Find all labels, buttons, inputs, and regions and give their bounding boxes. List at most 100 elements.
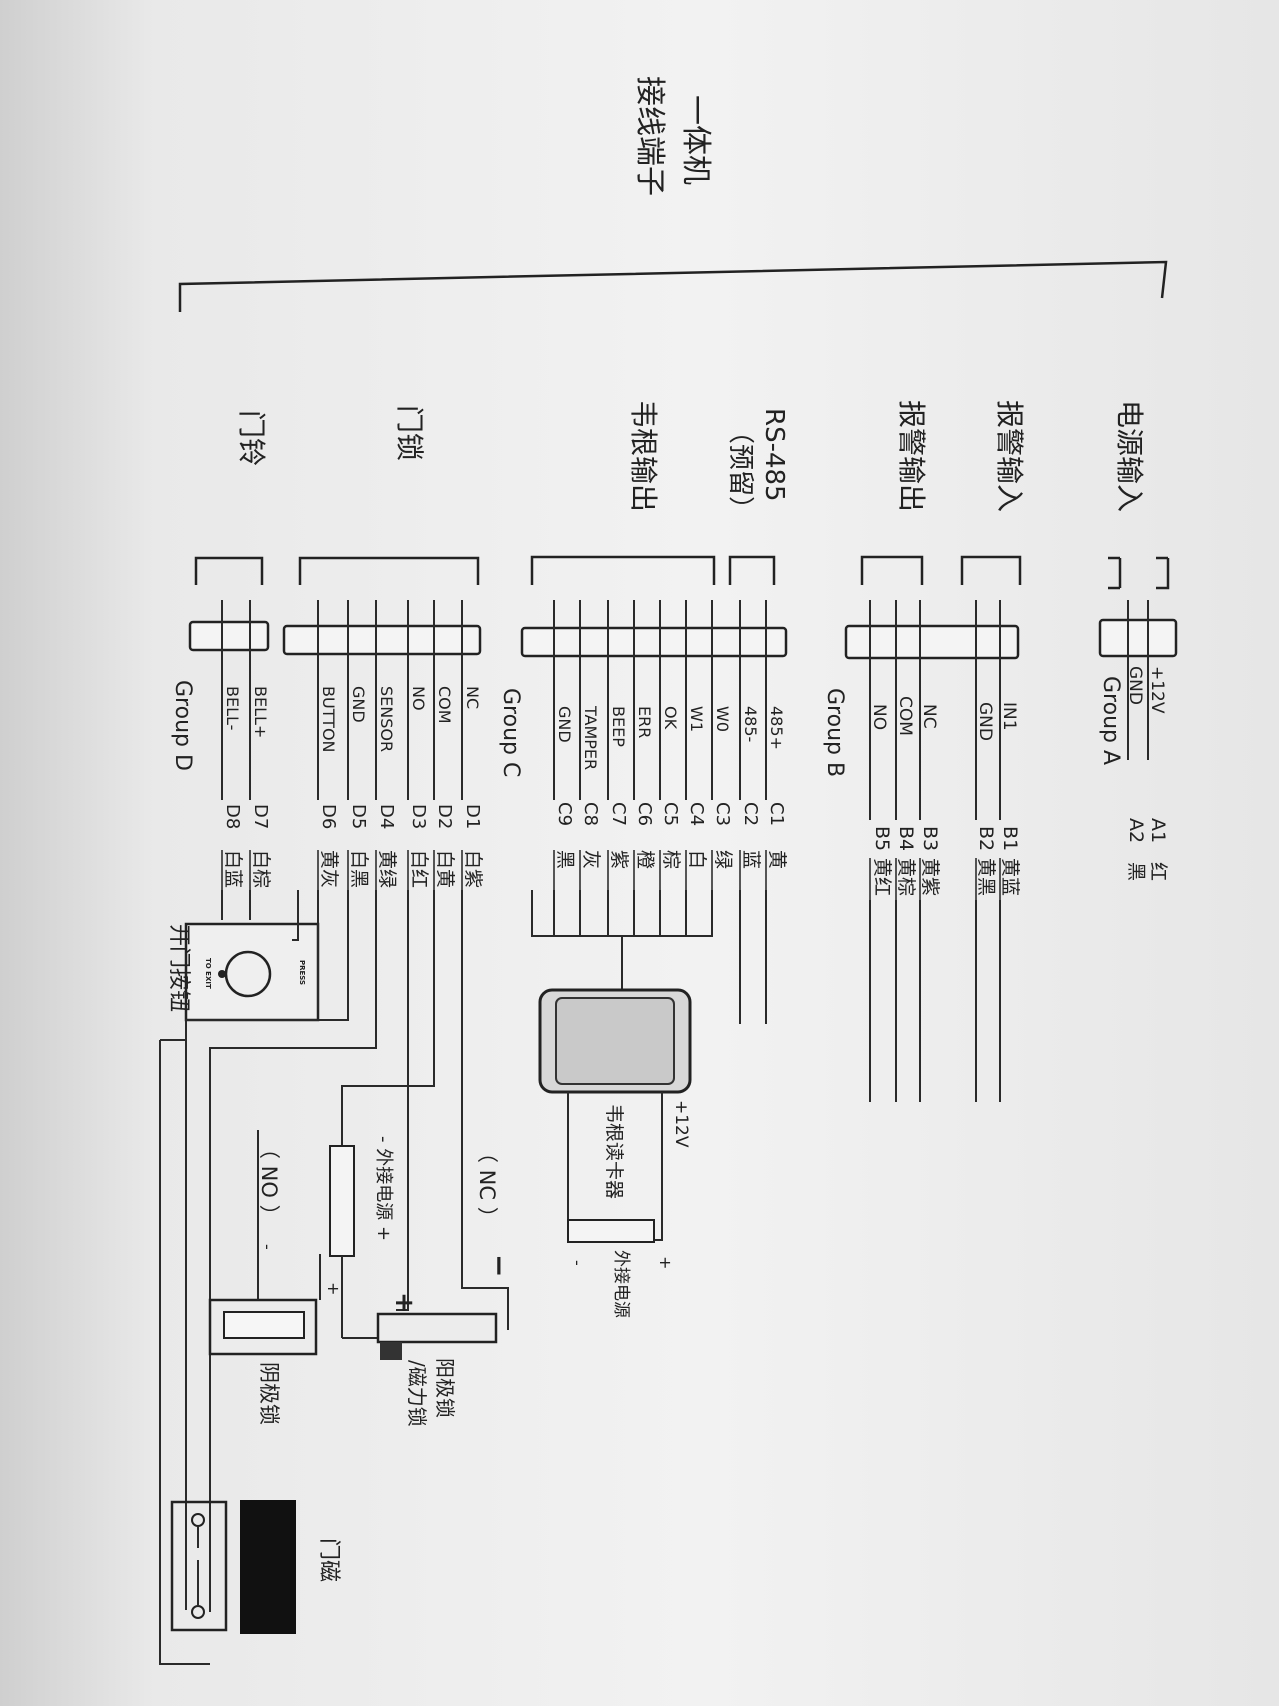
pin-a1-signal: +12V [1147,666,1167,714]
group-d-labels: NCD1白紫COMD2白黄NOD3白红SENSORD4黄绿GNDD5白黑BUTT… [221,686,484,890]
pin-d1-signal: NC [463,686,482,709]
exit-button-press: PRESS [298,960,306,985]
pin-c2-id: C2 [740,802,761,826]
wiegand-reader: 韦根读卡器 +12V 外接电源 + - [531,890,713,1318]
group-a-label: Group A [1098,676,1123,765]
pin-b2-color: 黄黑 [975,858,997,896]
pin-c4-signal: W1 [687,706,706,732]
anode-lock-label-1: 阳极锁 [433,1358,457,1418]
device-title-line2: 接线端子 [632,76,667,196]
exit-button-device: PRESS TO EXIT 开门按钮 [166,890,320,1022]
connector-group-a: +12V GND Group A A1 A2 红 黑 [1098,556,1178,881]
anode-lock-nc: （ NC ） [475,1142,499,1228]
pin-c6-color: 橙 [634,850,656,869]
pin-b3-color: 黄紫 [919,858,941,896]
connector-group-d [188,556,482,800]
cathode-lock-no: （ NO ） [257,1138,281,1226]
pin-a1-id: A1 [1147,818,1169,843]
exit-button-body [184,922,320,1022]
pin-c7-signal: BEEP [609,706,628,747]
pin-c8-color: 灰 [580,850,602,869]
group-name-lock: 门锁 [393,405,426,461]
lock-supply [329,1145,355,1257]
connector-group-c [520,555,788,800]
pin-c4-color: 白 [686,850,708,869]
pin-d4-color: 黄绿 [376,850,398,888]
pin-b4-id: B4 [895,826,917,851]
group-d-label: Group D [170,680,195,771]
anode-lock-label-2: /磁力锁 [405,1360,429,1427]
rs485-leads [739,890,767,1024]
group-c-label: Group C [498,688,523,777]
reader-plus: + [656,1256,675,1269]
pin-d6-color: 黄灰 [318,850,340,888]
pin-c9-color: 黑 [554,850,576,869]
pin-d1-id: D1 [462,804,483,829]
pin-d8-signal: BELL- [223,686,242,730]
pin-c7-color: 紫 [608,850,630,869]
pin-d1-color: 白紫 [462,850,484,888]
group-c-labels: 485+C1黄485-C2蓝W0C3绿W1C4白OKC5棕ERRC6橙BEEPC… [553,705,788,890]
pin-c8-id: C8 [580,802,601,826]
pin-c5-id: C5 [660,802,681,826]
pin-b3-id: B3 [919,826,941,851]
door-sensor-label: 门磁 [316,1538,341,1582]
group-name-power: 电源输入 [1113,400,1146,512]
connector-b-plug [844,624,1020,660]
connector-d-lock-plug [282,624,482,656]
pin-a2-id: A2 [1125,818,1147,843]
device-title-line1: 一体机 [678,95,713,185]
pin-c9-signal: GND [555,706,574,743]
pin-d6-signal: BUTTON [319,686,338,753]
device-title: 一体机 接线端子 [632,76,713,196]
pin-d8-id: D8 [222,804,243,829]
pin-c1-signal: 485+ [767,706,786,750]
connector-group-b: IN1 GND NC COM NO Group B B1 B2 B3 B4 B5… [822,555,1022,1102]
pin-c4-id: C4 [686,802,707,826]
pin-a1-color: 红 [1147,862,1169,881]
pin-c2-color: 蓝 [740,850,762,869]
pin-b1-signal: IN1 [999,702,1019,731]
pin-c1-color: 黄 [766,850,788,869]
cathode-lock-minus: - [258,1244,277,1250]
pin-c3-id: C3 [712,802,733,826]
door-sensor-magnet [240,1500,296,1634]
pin-a2-color: 黑 [1125,862,1147,881]
group-name-rs485-note: （预留） [725,418,755,522]
pin-c5-color: 棕 [660,850,682,869]
connector-a-plug [1098,618,1178,658]
pin-d3-signal: NO [409,686,428,711]
pin-c2-signal: 485- [741,706,760,742]
pin-c5-signal: OK [661,706,680,730]
group-b-label: Group B [822,688,847,777]
anode-lock-body [376,1312,498,1344]
pin-c6-id: C6 [634,802,655,826]
pin-c9-id: C9 [554,802,575,826]
exit-button-label: 开门按钮 [166,924,191,1012]
terminal-bracket [178,260,1168,312]
pin-d2-color: 白黄 [434,850,456,888]
pin-b5-color: 黄红 [871,858,893,896]
pin-b4-signal: COM [895,696,915,736]
reader-supply-label: +12V [671,1100,691,1148]
group-name-bell: 门铃 [235,410,268,466]
reader-ext-power-label: 外接电源 [611,1250,631,1318]
pin-c7-id: C7 [608,802,629,826]
pin-a2-signal: GND [1125,666,1145,705]
pin-b5-id: B5 [871,826,893,851]
cathode-lock-label: 阴极锁 [257,1362,281,1425]
pin-c1-id: C1 [766,802,787,826]
pin-b2-id: B2 [975,826,997,851]
pin-d4-id: D4 [376,804,397,829]
reader-ext-power [567,1219,655,1243]
group-name-alarm-in: 报警输入 [993,400,1026,512]
pin-d6-id: D6 [318,804,339,829]
pin-d7-id: D7 [250,804,271,829]
reader-label: 韦根读卡器 [603,1104,625,1199]
lock-supply-label: - 外接电源 + [373,1136,394,1241]
pin-d2-signal: COM [435,686,454,724]
pin-b2-signal: GND [975,702,995,741]
pin-d7-signal: BELL+ [251,686,270,738]
